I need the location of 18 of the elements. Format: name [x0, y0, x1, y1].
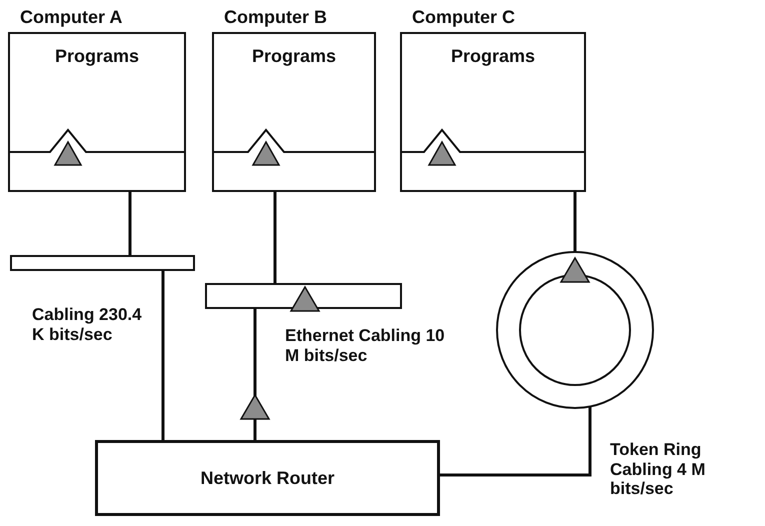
cable-line — [440, 406, 592, 476]
router-box: Network Router — [95, 440, 440, 516]
cable-line — [162, 271, 164, 440]
computer-heading: Computer B — [224, 7, 327, 28]
programs-label: Programs — [450, 46, 536, 67]
cable-label: Ethernet Cabling 10 M bits/sec — [285, 326, 445, 366]
computer-heading: Computer C — [412, 7, 515, 28]
cable-line — [128, 192, 132, 255]
programs-label: Programs — [250, 46, 338, 67]
cable-line — [274, 192, 276, 283]
cable-bar — [205, 283, 402, 309]
cable-label: Token Ring Cabling 4 M bits/sec — [610, 440, 706, 499]
cable-line — [574, 192, 576, 252]
computer-heading: Computer A — [20, 7, 122, 28]
cable-label: Cabling 230.4 K bits/sec — [32, 305, 143, 344]
token-ring-drawing — [495, 250, 655, 410]
programs-label: Programs — [54, 46, 140, 67]
cable-bar — [10, 255, 195, 271]
